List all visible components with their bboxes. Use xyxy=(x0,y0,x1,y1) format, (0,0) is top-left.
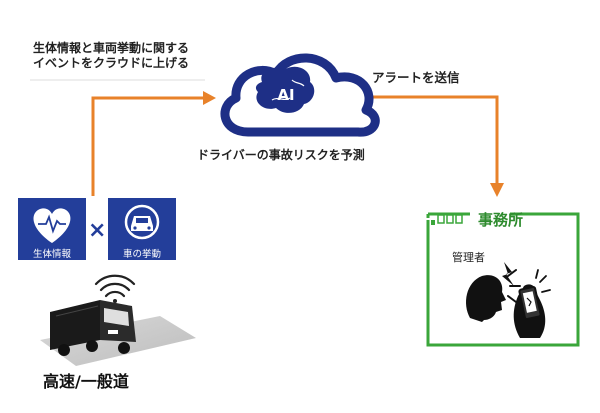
upload-caption-line2: イベントをクラウドに上げる xyxy=(33,56,190,70)
manager-label: 管理者 xyxy=(452,251,485,264)
upload-caption-line1: 生体情報と車両挙動に関する xyxy=(33,41,190,55)
predict-caption: ドライバーの事故リスクを予測 xyxy=(197,148,365,162)
alert-caption: アラートを送信 xyxy=(372,70,460,85)
smartphone-icon xyxy=(513,269,551,338)
vehicle-label: 車の挙動 xyxy=(122,249,161,260)
truck-icon xyxy=(50,300,136,356)
vehicle-icon-box xyxy=(108,198,176,260)
vital-icon-box xyxy=(18,198,86,260)
wireless-signal-icon xyxy=(94,274,136,303)
office-box xyxy=(426,212,580,347)
heart-pulse-icon xyxy=(33,208,71,243)
alert-arrow xyxy=(372,95,504,197)
vital-label: 生体情報 xyxy=(32,249,71,260)
car-front-icon xyxy=(124,204,160,240)
road-label: 高速/一般道 xyxy=(43,372,129,391)
office-title: 事務所 xyxy=(478,211,524,229)
ai-label: AI xyxy=(277,86,295,104)
multiply-sign: × xyxy=(88,218,106,243)
upload-caption: 生体情報と車両挙動に関する イベントをクラウドに上げる xyxy=(33,41,189,71)
person-head-icon xyxy=(466,262,521,322)
upload-arrow xyxy=(91,91,216,196)
cloud-ai-icon xyxy=(220,53,380,137)
